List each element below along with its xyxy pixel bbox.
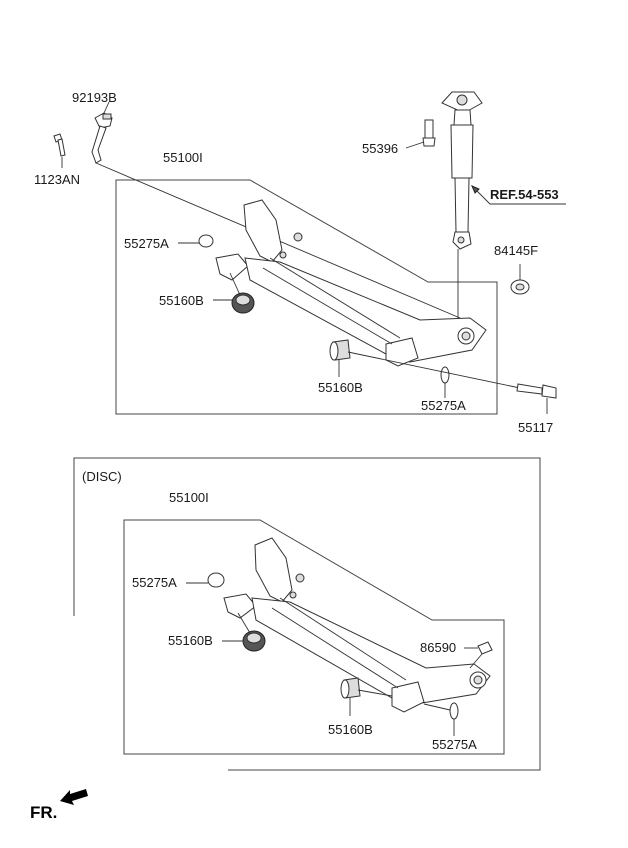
bushing-55160b-bottom-left [222,612,266,652]
label-84145f: 84145F [494,243,538,258]
label-ref-54-553: REF.54-553 [490,187,559,202]
top-assembly: 92193B 1123AN 55100I 55396 REF.54-553 84… [34,90,566,435]
bolt-55396 [405,119,436,149]
disc-outer-frame [73,457,541,771]
label-1123an: 1123AN [34,172,80,187]
label-55117: 55117 [518,420,553,435]
label-55100i-bottom: 55100I [169,490,209,505]
bolt-1123an [53,133,66,168]
label-92193b: 92193B [72,90,117,105]
torsion-beam-axle [215,199,487,367]
label-55275a-top-right: 55275A [421,398,466,413]
label-55275a-bottom-left: 55275A [132,575,177,590]
bolt-55117 [347,351,557,414]
bolt-86590 [464,641,493,669]
shock-absorber [441,91,483,318]
washer-55275a-bottom-right [423,702,459,736]
washer-55275a-top-left [178,234,214,248]
label-fr: FR. [30,803,57,822]
label-86590: 86590 [420,640,456,655]
bushing-55160b-top-right [329,339,351,377]
top-assembly-frame [115,179,498,415]
arrow-left-icon [60,789,88,805]
label-disc: (DISC) [82,469,122,484]
label-55160b-top-left: 55160B [159,293,204,308]
ref-leader [471,185,566,205]
bushing-55160b-bottom-right [340,677,393,716]
label-55160b-top-right: 55160B [318,380,363,395]
front-direction-indicator: FR. [30,789,88,822]
label-55160b-bottom-right: 55160B [328,722,373,737]
torsion-beam-axle-disc [223,537,491,713]
label-55275a-top-left: 55275A [124,236,169,251]
washer-55275a-top-right [440,366,450,398]
bushing-55160b-top-left [213,272,255,314]
label-55275a-bottom-right: 55275A [432,737,477,752]
label-55160b-bottom-left: 55160B [168,633,213,648]
label-55100i-top: 55100I [163,150,203,165]
disc-assembly: (DISC) 55100I 55275A 55160B 86590 55160B… [73,457,541,771]
label-55396: 55396 [362,141,398,156]
disc-inner-frame [123,519,505,755]
wheel-speed-sensor [91,101,113,164]
washer-84145f [510,264,530,295]
washer-55275a-bottom-left [186,572,225,588]
